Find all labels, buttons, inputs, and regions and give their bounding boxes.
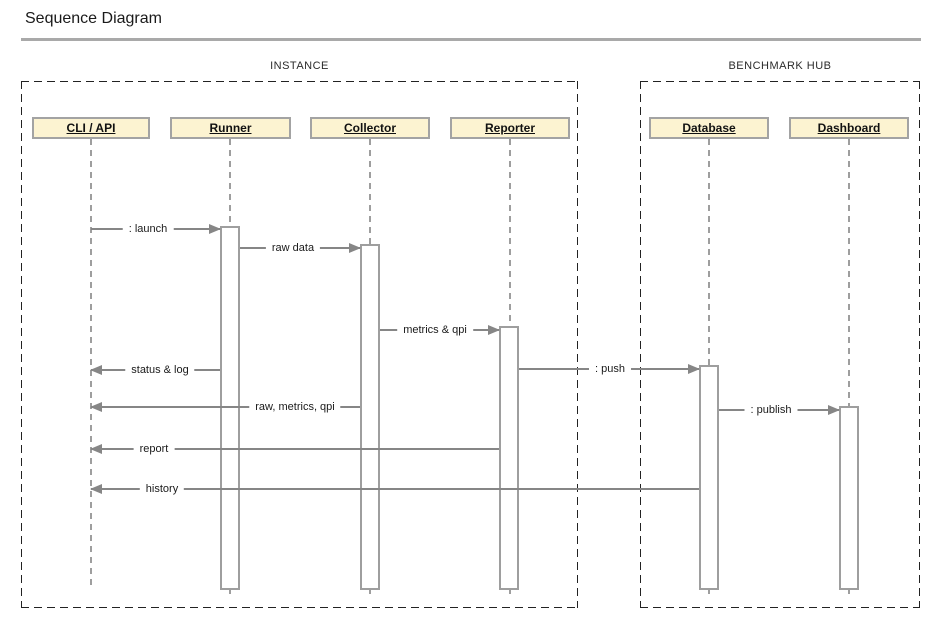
lifeline-tail-reporter (509, 590, 511, 594)
lifeline-database (708, 139, 710, 365)
message-line (91, 488, 699, 490)
activation-reporter (499, 326, 519, 590)
frame-benchmark-hub-label: BENCHMARK HUB (728, 60, 832, 72)
arrowhead-right-icon (209, 224, 221, 234)
participant-label: CLI / API (66, 121, 116, 135)
message-label: metrics & qpi (397, 322, 473, 338)
participant-label: Runner (209, 121, 252, 135)
frame-instance-label: INSTANCE (270, 60, 329, 72)
lifeline-cli-api (90, 139, 92, 590)
message-label: report (133, 441, 175, 457)
activation-dashboard (839, 406, 859, 590)
message-label: : push (589, 361, 631, 377)
arrowhead-left-icon (90, 484, 102, 494)
lifeline-reporter (509, 139, 511, 326)
arrowhead-left-icon (90, 444, 102, 454)
lifeline-tail-database (708, 590, 710, 594)
lifeline-runner (229, 139, 231, 226)
lifeline-tail-runner (229, 590, 231, 594)
frame-instance: INSTANCE (21, 60, 578, 608)
arrowhead-right-icon (349, 243, 361, 253)
page-title: Sequence Diagram (25, 10, 162, 27)
message-line (91, 406, 360, 408)
message-label: raw data (265, 240, 321, 256)
frame-benchmark-hub: BENCHMARK HUB (640, 60, 920, 608)
participant-runner: Runner (170, 117, 291, 139)
participant-label: Database (682, 121, 736, 135)
arrowhead-right-icon (828, 405, 840, 415)
participant-database: Database (649, 117, 769, 139)
lifeline-tail-collector (369, 590, 371, 594)
activation-runner (220, 226, 240, 590)
message-label: status & log (125, 362, 195, 378)
participant-label: Collector (343, 121, 396, 135)
message-label: history (139, 481, 185, 497)
arrowhead-left-icon (90, 365, 102, 375)
message-label: raw, metrics, qpi (249, 399, 341, 415)
participant-reporter: Reporter (450, 117, 570, 139)
title-divider (21, 38, 921, 41)
lifeline-tail-dashboard (848, 590, 850, 594)
lifeline-collector (369, 139, 371, 244)
participant-cli-api: CLI / API (32, 117, 150, 139)
message-label: : publish (744, 402, 798, 418)
activation-collector (360, 244, 380, 590)
arrowhead-right-icon (488, 325, 500, 335)
participant-collector: Collector (310, 117, 430, 139)
participant-label: Reporter (484, 121, 535, 135)
arrowhead-right-icon (688, 364, 700, 374)
message-line (91, 448, 499, 450)
lifeline-dashboard (848, 139, 850, 406)
participant-dashboard: Dashboard (789, 117, 909, 139)
message-label: : launch (122, 221, 174, 237)
activation-database (699, 365, 719, 590)
participant-label: Dashboard (817, 121, 881, 135)
arrowhead-left-icon (90, 402, 102, 412)
